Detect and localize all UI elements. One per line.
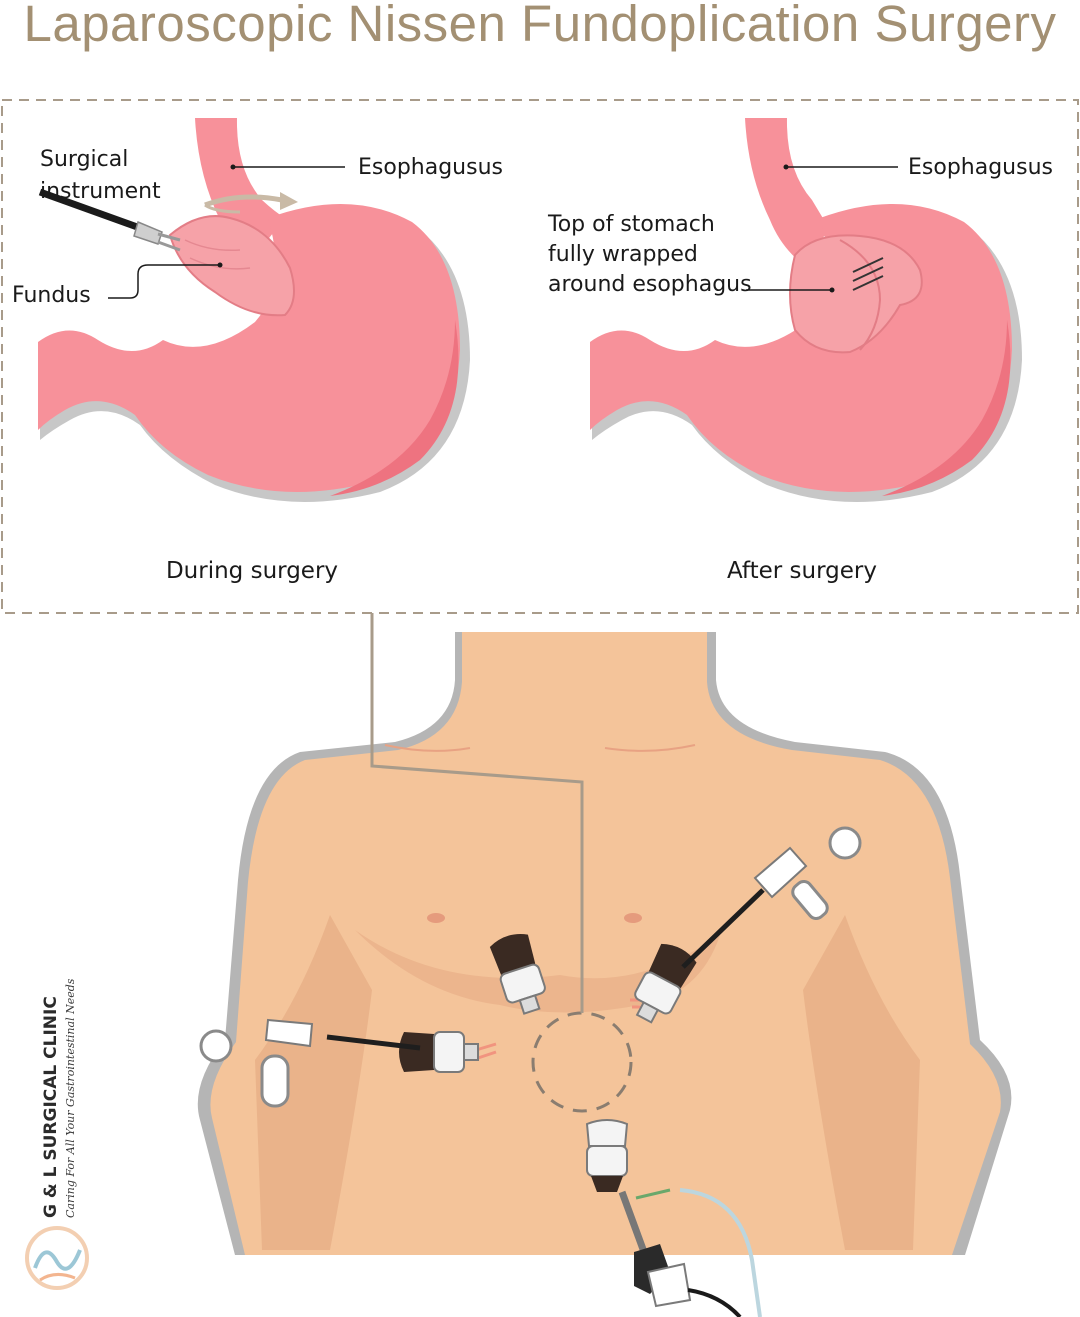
label-surgical-instrument-line1: Surgical bbox=[40, 147, 128, 172]
stomach-during-surgery bbox=[38, 118, 470, 502]
clinic-logo-icon bbox=[25, 1226, 89, 1290]
label-wrap-line2: fully wrapped bbox=[548, 242, 698, 267]
grasper-instrument-icon bbox=[199, 826, 862, 1108]
page-title: Laparoscopic Nissen Fundoplication Surge… bbox=[23, 0, 1057, 52]
label-fundus: Fundus bbox=[12, 283, 91, 308]
label-wrap-line1: Top of stomach bbox=[547, 212, 715, 237]
torso-illustration bbox=[197, 613, 1012, 1255]
label-esophagus-right: Esophagusus bbox=[908, 155, 1053, 180]
caption-after-surgery: After surgery bbox=[727, 558, 877, 584]
stomach-panel-border bbox=[1, 99, 1079, 614]
clinic-tagline: Caring For All Your Gastrointestinal Nee… bbox=[64, 978, 77, 1218]
caption-during-surgery: During surgery bbox=[166, 558, 338, 584]
label-wrap-line3: around esophagus bbox=[548, 272, 752, 297]
rotation-arrow-icon bbox=[204, 192, 298, 214]
trocar-port-icon bbox=[399, 934, 697, 1192]
stomach-after-surgery bbox=[590, 118, 1022, 502]
laparoscope-camera-icon bbox=[618, 1188, 762, 1317]
clinic-name: G & L SURGICAL CLINIC bbox=[41, 996, 61, 1218]
label-surgical-instrument-line2: instrument bbox=[40, 179, 161, 204]
label-esophagus-left: Esophagusus bbox=[358, 155, 503, 180]
